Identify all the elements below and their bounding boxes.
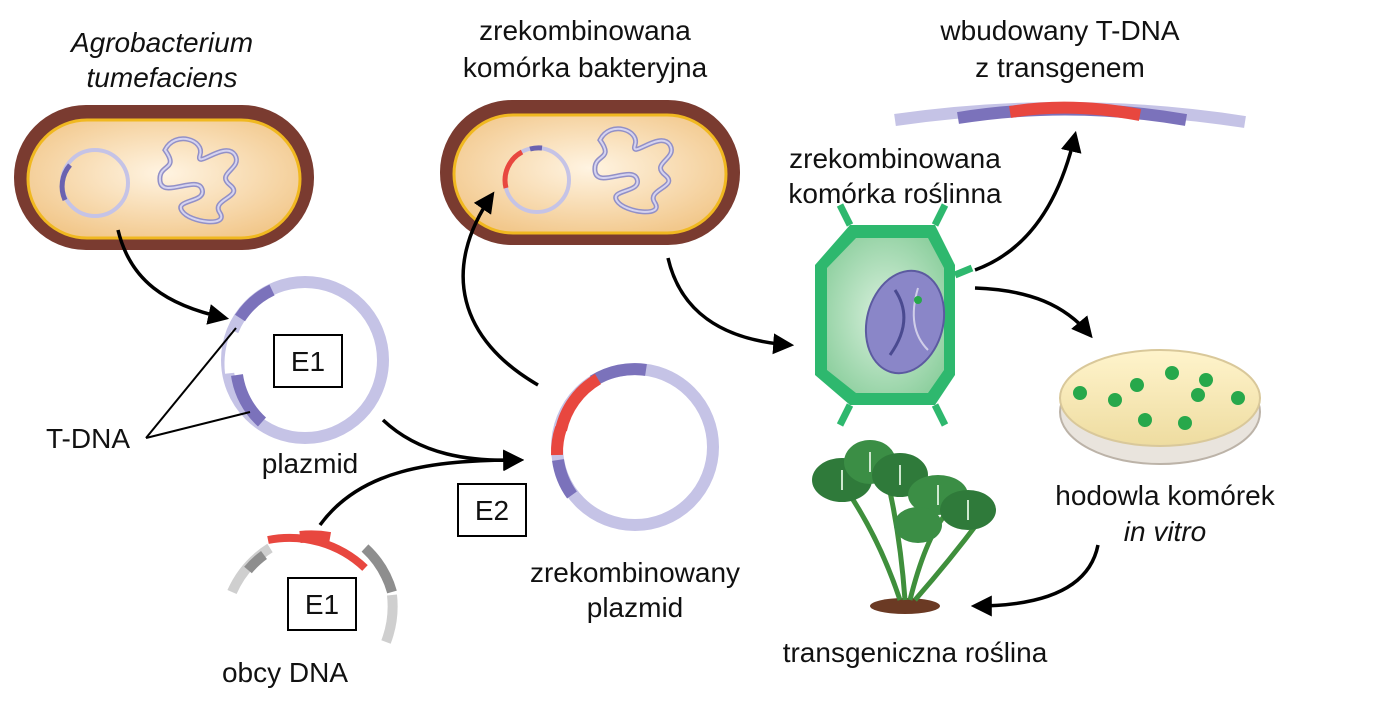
petri-dish	[1059, 349, 1261, 465]
foreign-dna	[227, 530, 398, 644]
recombinant-bacterium-cell	[440, 100, 740, 245]
recombinant-bacterium-label-line2: komórka bakteryjna	[463, 52, 708, 83]
recombinant-plasmid-label-line1: zrekombinowany	[530, 557, 740, 588]
arrow-plasmid-to-recombinant	[381, 418, 525, 472]
arrow-culture-to-plant	[970, 544, 1100, 617]
enzyme-box-e2: E2	[457, 483, 527, 537]
recombinant-plant-cell-label-line1: zrekombinowana	[789, 143, 1001, 174]
foreign-dna-label: obcy DNA	[222, 657, 348, 688]
enzyme-box-e1-foreign: E1	[287, 577, 357, 631]
arrow-bacterium-to-plasmid	[116, 229, 230, 325]
process-arrows	[116, 130, 1100, 617]
integrated-tdna-label-line2: z transgenem	[975, 52, 1145, 83]
tdna-pointer-lines	[145, 327, 251, 439]
recombinant-plant-cell	[815, 203, 974, 427]
arrow-plasmid-to-bacterium	[461, 191, 539, 387]
arrow-bacterium-to-plant-cell	[666, 257, 795, 355]
e2-label: E2	[475, 495, 509, 526]
culture-label-line2: in vitro	[1124, 516, 1206, 547]
colony-icon	[1130, 378, 1144, 392]
agrobacterium-label-line1: Agrobacterium	[69, 27, 253, 58]
recombinant-plant-cell-label-line2: komórka roślinna	[788, 178, 1002, 209]
e1-foreign-label: E1	[305, 589, 339, 620]
transgenic-plant-icon	[812, 440, 996, 614]
recombinant-bacterium-label-line1: zrekombinowana	[479, 15, 691, 46]
recombinant-plasmid	[550, 363, 719, 531]
culture-label-line1: hodowla komórek	[1055, 480, 1275, 511]
plasmid	[221, 276, 389, 444]
arrow-foreign-to-recombinant	[318, 449, 525, 527]
enzyme-box-e1-plasmid: E1	[273, 334, 343, 388]
recombinant-plasmid-label-line2: plazmid	[587, 592, 683, 623]
plasmid-label: plazmid	[262, 448, 358, 479]
arrow-plant-cell-to-culture	[974, 286, 1093, 339]
integrated-tdna-label-line1: wbudowany T-DNA	[939, 15, 1179, 46]
agrobacterium-cell	[14, 105, 314, 250]
e1-plasmid-label: E1	[291, 346, 325, 377]
transgenic-plant-label: transgeniczna roślina	[783, 637, 1048, 668]
arrow-plant-cell-to-tdna	[974, 130, 1082, 272]
agrobacterium-label-line2: tumefaciens	[87, 62, 238, 93]
integrated-tdna-strand	[894, 101, 1246, 128]
tdna-label: T-DNA	[46, 423, 130, 454]
